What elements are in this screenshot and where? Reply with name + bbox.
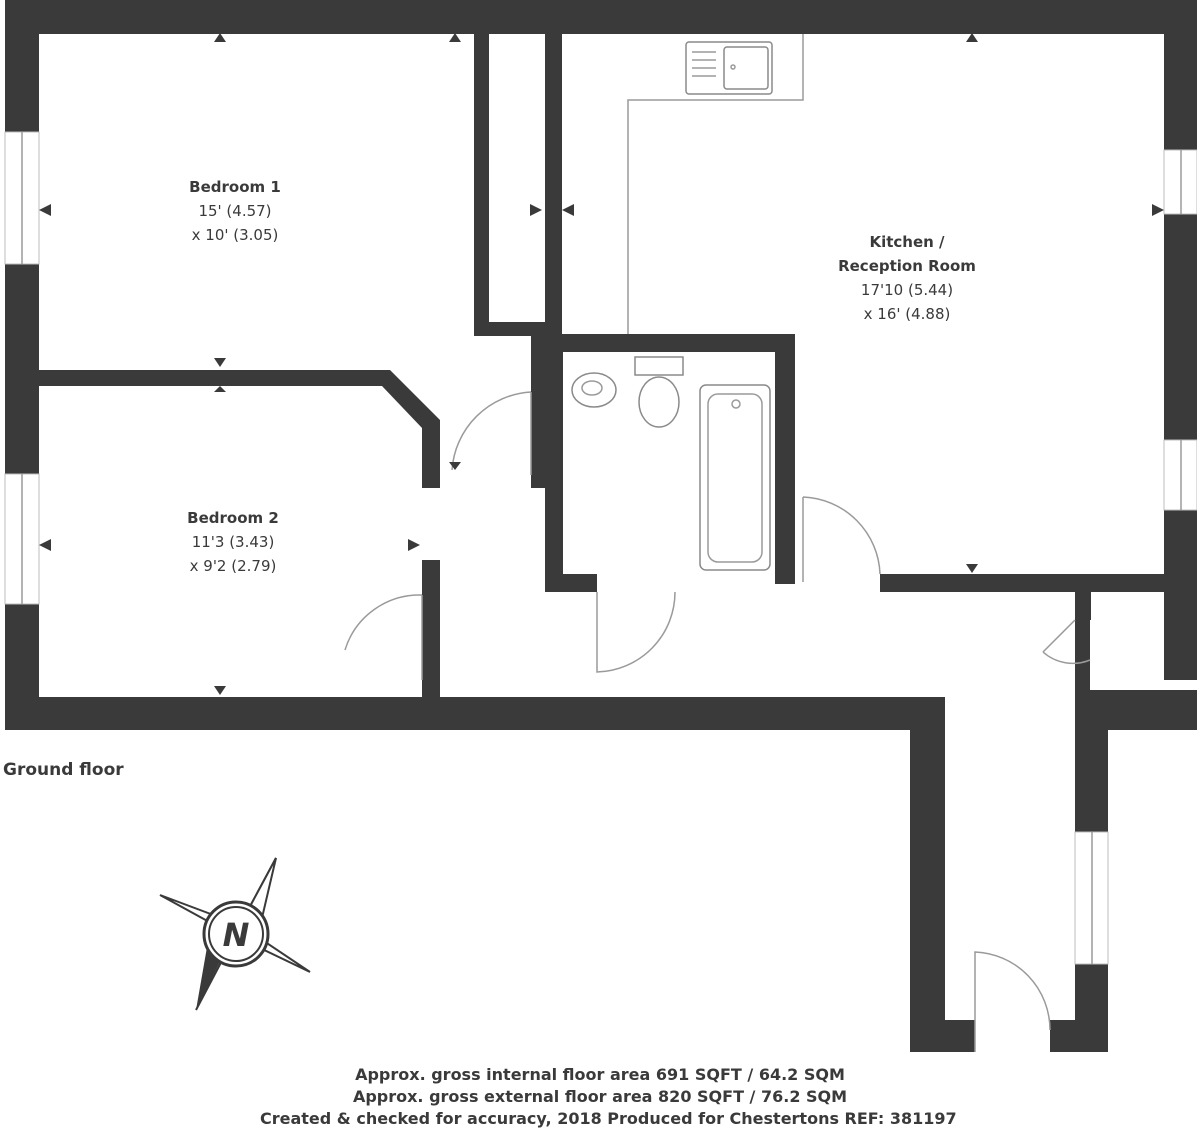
- wall-hall-left: [910, 700, 945, 1052]
- toilet-cistern-icon: [634, 356, 684, 376]
- wall-cupboard-jamb: [1075, 592, 1091, 620]
- area-summary: Approx. gross internal floor area 691 SQ…: [260, 1064, 957, 1130]
- room-kitchen-reception: Kitchen / Reception Room 17'10 (5.44) x …: [812, 230, 1002, 326]
- wall-bath-left: [545, 334, 563, 592]
- compass: N: [159, 857, 311, 1011]
- room-dimension: x 16' (4.88): [863, 305, 951, 323]
- kitchen-fixtures: [627, 34, 804, 334]
- walls: [5, 0, 1197, 1052]
- dimension-markers: [39, 33, 1164, 695]
- room-dimension: x 9'2 (2.79): [189, 557, 277, 575]
- wall-bath-right: [775, 334, 795, 584]
- room-bedroom1: Bedroom 1 15' (4.57) x 10' (3.05): [150, 175, 320, 247]
- room-dimension: x 10' (3.05): [191, 226, 279, 244]
- door-kitchen: [802, 496, 881, 582]
- wall-bath-top: [545, 334, 795, 352]
- wall-bedroom2-right: [422, 560, 440, 700]
- door-bathroom: [596, 591, 676, 673]
- wall-hall-bottom-right: [1050, 1020, 1108, 1052]
- internal-area: Approx. gross internal floor area 691 SQ…: [355, 1065, 845, 1084]
- wall-bedroom-divider: [39, 370, 440, 488]
- door-entrance: [974, 951, 1051, 1052]
- door-cupboard: [1042, 619, 1091, 665]
- compass-letter: N: [223, 916, 250, 954]
- wall-bottom: [5, 697, 945, 730]
- wall-top: [5, 0, 1197, 34]
- wall-hall-upper: [531, 334, 548, 474]
- wall-right-cupboard: [1164, 580, 1197, 680]
- room-name: Bedroom 2: [187, 509, 279, 527]
- door-bedroom2: [344, 594, 423, 680]
- wall-hall-bottom-left: [910, 1020, 975, 1052]
- room-name: Bedroom 1: [189, 178, 281, 196]
- room-dimension: 17'10 (5.44): [860, 281, 954, 299]
- wall-left: [5, 0, 39, 730]
- wall-bedroom2-door-jamb: [422, 470, 440, 486]
- wall-bath-bottom: [545, 574, 597, 592]
- external-area: Approx. gross external floor area 820 SQ…: [352, 1087, 848, 1106]
- floor-name: Ground floor: [3, 760, 124, 780]
- room-name: Kitchen /: [869, 233, 945, 251]
- room-dimension: 11'3 (3.43): [191, 533, 275, 551]
- wardrobe: [477, 55, 489, 310]
- bath-icon: [699, 384, 771, 571]
- doors: [344, 391, 1091, 1052]
- bathroom-fixtures: [571, 356, 771, 571]
- wall-kitchen-bottom: [880, 574, 1180, 592]
- basin-icon: [571, 372, 617, 408]
- wall-wardrobe-bottom: [474, 322, 562, 336]
- windows: [4, 131, 1197, 965]
- wall-hall-kitchen: [545, 34, 562, 344]
- room-name: Reception Room: [838, 257, 976, 275]
- room-bedroom2: Bedroom 2 11'3 (3.43) x 9'2 (2.79): [148, 506, 318, 578]
- credit-note: Created & checked for accuracy, 2018 Pro…: [260, 1109, 957, 1128]
- room-dimension: 15' (4.57): [198, 202, 272, 220]
- toilet-icon: [638, 376, 680, 428]
- door-bedroom1: [451, 391, 532, 475]
